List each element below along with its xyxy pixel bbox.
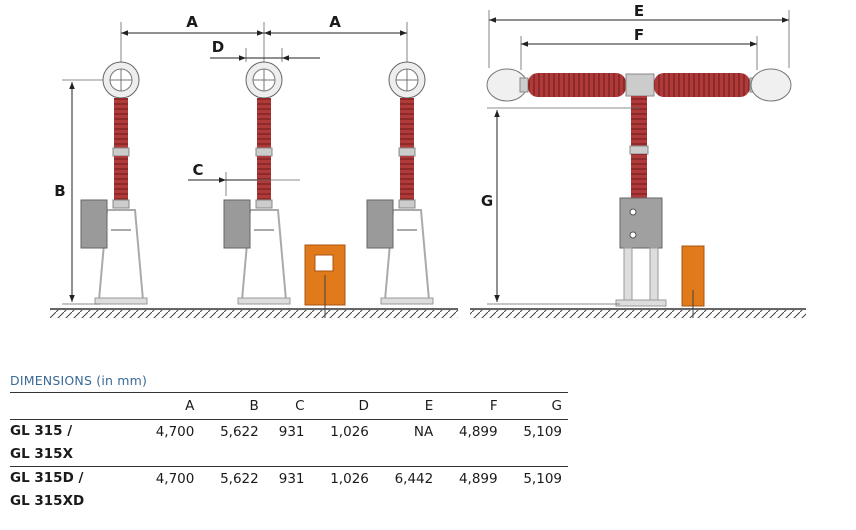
cell-g: 5,109 [503, 466, 568, 513]
cell-b: 5,622 [200, 466, 265, 513]
dim-label-a2: A [329, 13, 341, 31]
col-header-b: B [249, 398, 259, 414]
dim-label-g: G [481, 192, 493, 210]
cell-f: 4,899 [439, 466, 504, 513]
cell-e: 6,442 [374, 466, 440, 513]
cell-d: 1,026 [330, 424, 369, 440]
dim-label-d: D [212, 38, 224, 56]
table-row: GL 315D / GL 315XD 4,700 5,622 931 1,026… [10, 466, 568, 513]
model-name: GL 315 / GL 315X [10, 420, 136, 467]
cell-f: 4,899 [458, 424, 498, 440]
cell-d: 1,026 [310, 466, 375, 513]
side-view: E F G [470, 2, 806, 318]
pole-3 [366, 61, 434, 305]
dim-label-e: E [634, 2, 644, 20]
col-header-d: D [358, 398, 369, 414]
front-view: A A D B C [50, 13, 458, 318]
dim-label-f: F [634, 26, 644, 44]
model-name-line2: GL 315XD [10, 493, 85, 509]
cell-c: 931 [278, 424, 305, 440]
dimensions-table: A B C D E F G GL 315 / GL 315X 4,700 5,6… [10, 393, 568, 513]
col-header-model [10, 393, 136, 420]
model-name-line1: GL 315D / [10, 470, 84, 486]
title-rule [10, 392, 568, 393]
model-name-line1: GL 315 / [10, 423, 73, 439]
cell-g: 5,109 [523, 424, 562, 440]
cell-a: 4,700 [155, 424, 195, 440]
cell-e: NA [413, 424, 434, 440]
cell-c: 931 [264, 466, 311, 513]
control-cabinet-orange [304, 244, 346, 318]
dim-label-b: B [54, 182, 65, 200]
table-title: DIMENSIONS (in mm) [10, 373, 148, 388]
col-header-a: A [185, 398, 195, 414]
dimensions-table-section: DIMENSIONS (in mm) A B C D E F G GL 315 … [10, 372, 568, 513]
model-name-line2: GL 315X [10, 446, 73, 462]
col-header-c: C [295, 398, 305, 414]
col-header-e: E [424, 398, 434, 414]
col-header-g: G [551, 398, 562, 414]
pole-1 [80, 61, 148, 305]
dim-label-a1: A [186, 13, 198, 31]
pole-2 [223, 61, 291, 305]
table-row: GL 315 / GL 315X 4,700 5,622 931 1,026 N… [10, 420, 568, 467]
model-name: GL 315D / GL 315XD [10, 466, 136, 513]
table-header-row: A B C D E F G [10, 393, 568, 420]
cell-b: 5,622 [220, 424, 259, 440]
cell-a: 4,700 [136, 466, 201, 513]
breaker-dimension-drawing: A A D B C [50, 2, 806, 318]
dim-label-c: C [192, 161, 203, 179]
col-header-f: F [489, 398, 498, 414]
